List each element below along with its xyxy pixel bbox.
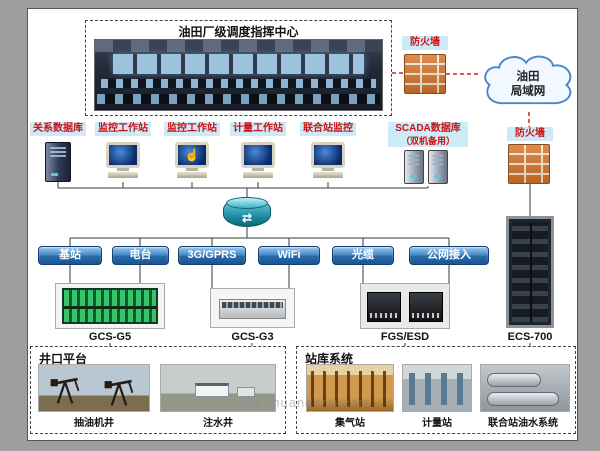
well-building (195, 383, 229, 397)
station-system-title: 站库系统 (305, 352, 354, 366)
cloud-icon: 油田 局域网 (484, 55, 572, 105)
scada-db-sublabel: （双机备用） (400, 136, 455, 146)
router-icon: ⇄ (223, 197, 271, 227)
equipment-label-fgs-esd: FGS/ESD (380, 331, 430, 343)
keyboard-icon (177, 172, 207, 178)
control-room-desk-row (101, 79, 376, 88)
black-unit (367, 292, 401, 322)
link-public-network: 公网接入 (409, 246, 489, 265)
control-room-videowall (113, 54, 364, 74)
equipment-label-gcs-g5: GCS-G5 (88, 331, 132, 343)
scada-server-icon (404, 150, 424, 184)
watermark-text: www.chuandong.com (229, 395, 371, 410)
workstation-label-station-monitor: 联合站监控 (300, 122, 356, 136)
cabinet-module-rows (512, 222, 548, 322)
monitor-stand (186, 168, 198, 171)
control-center-box: 油田厂级调度指挥中心 (85, 20, 392, 116)
scada-server-icon (428, 150, 448, 184)
keyboard-icon (243, 172, 273, 178)
monitor-stand (117, 168, 129, 171)
control-room-photo (94, 39, 383, 111)
keyboard-icon (313, 172, 343, 178)
label-gas-gathering: 集气站 (335, 418, 365, 429)
workstation-label-scada-db: SCADA数据库 （双机备用） (388, 122, 468, 147)
scada-dual-server-icons (404, 150, 452, 186)
keyboard-icon (108, 172, 138, 178)
firewall-icon (404, 54, 446, 94)
link-3g-gprs: 3G/GPRS (178, 246, 246, 265)
equipment-label-ecs-700: ECS-700 (507, 331, 553, 343)
gcs-g5-photo (55, 283, 165, 329)
pumping-well-photo (38, 364, 150, 412)
label-metering-station: 计量站 (422, 418, 452, 429)
oil-water-system-photo (480, 364, 570, 412)
workstation-label-monitoring-1: 监控工作站 (95, 122, 151, 136)
monitor-stand (322, 168, 334, 171)
monitor-stand (252, 168, 264, 171)
monitor-screen (241, 142, 275, 168)
database-server-icon (45, 142, 71, 182)
workstation-monitor-icon: ☝ (173, 142, 211, 182)
cloud-label-line2: 局域网 (510, 84, 546, 98)
injection-well-photo (160, 364, 276, 412)
black-unit (409, 292, 443, 322)
control-room-desk-row (97, 94, 380, 104)
workstation-label-monitoring-2: 监控工作站 (164, 122, 220, 136)
link-base-station: 基站 (38, 246, 102, 265)
equipment-label-gcs-g3: GCS-G3 (231, 331, 274, 343)
firewall-right-label: 防火墙 (507, 127, 553, 141)
station-system-box: 站库系统 (296, 346, 576, 434)
router-top-face (226, 197, 268, 209)
scada-db-label: SCADA数据库 (395, 123, 461, 134)
firewall-top-label: 防火墙 (402, 36, 448, 50)
oilfield-lan-cloud: 油田 局域网 (478, 50, 578, 116)
monitor-screen (106, 142, 140, 168)
firewall-icon (508, 144, 550, 184)
cloud-label-line1: 油田 (516, 69, 539, 83)
metering-station-photo (402, 364, 472, 412)
link-wifi: WiFi (258, 246, 320, 265)
controller-device (219, 299, 286, 319)
workstation-label-metering: 计量工作站 (230, 122, 286, 136)
well-shed (237, 387, 255, 397)
label-oil-water-system: 联合站油水系统 (488, 418, 558, 429)
label-pumping-well: 抽油机井 (74, 418, 114, 429)
pumpjack-icon (50, 377, 80, 404)
gas-gathering-photo (306, 364, 394, 412)
workstation-monitor-icon (239, 142, 277, 182)
hand-cursor-icon: ☝ (184, 148, 200, 162)
workstation-monitor-icon (309, 142, 347, 182)
link-radio: 电台 (112, 246, 169, 265)
storage-tank (487, 392, 559, 406)
green-rack-modules (62, 288, 158, 324)
control-center-title: 油田厂级调度指挥中心 (178, 25, 299, 39)
ecs-700-cabinet (506, 216, 554, 328)
link-fiber: 光缆 (332, 246, 394, 265)
label-injection-well: 注水井 (203, 418, 233, 429)
monitor-screen (311, 142, 345, 168)
wellhead-platform-box: 井口平台 (30, 346, 286, 434)
storage-tank (487, 373, 541, 387)
pumpjack-icon (104, 379, 134, 406)
workstation-label-database: 关系数据库 (30, 122, 86, 136)
monitor-screen: ☝ (175, 142, 209, 168)
control-room-ceiling (95, 40, 382, 52)
router-arrows-icon: ⇄ (241, 211, 253, 225)
gcs-g3-photo (210, 288, 295, 328)
fgs-esd-photo (360, 283, 450, 329)
wellhead-platform-title: 井口平台 (39, 352, 88, 366)
workstation-monitor-icon (104, 142, 142, 182)
